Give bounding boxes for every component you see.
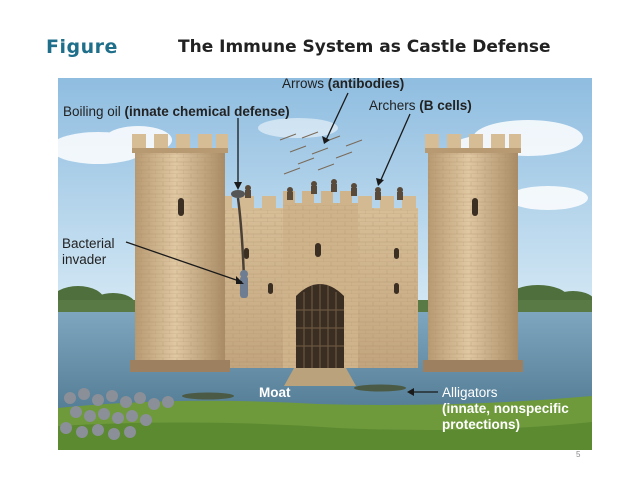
drawbridge — [284, 368, 356, 386]
right-tower — [423, 134, 523, 372]
label-bacterial-invader: Bacterial invader — [62, 236, 115, 268]
clouds — [58, 118, 588, 210]
page-number: 5 — [576, 450, 581, 459]
boiling-oil-pot — [231, 190, 246, 279]
label-arrows: Arrows (antibodies) — [282, 76, 405, 91]
label-archers: Archers (B cells) — [369, 98, 472, 113]
label-alligators: Alligators (innate, nonspecific protecti… — [442, 385, 569, 433]
figure-label: Figure — [46, 36, 118, 58]
curtain-wall — [218, 191, 418, 386]
label-boiling-oil: Boiling oil (innate chemical defense) — [63, 104, 290, 119]
alligators — [182, 384, 406, 400]
left-tower — [130, 134, 230, 372]
figure-title: The Immune System as Castle Defense — [178, 37, 551, 57]
attacking-army — [60, 388, 174, 440]
castle-illustration — [58, 78, 592, 450]
label-moat: Moat — [259, 385, 291, 400]
callout-lines — [125, 92, 438, 393]
archers — [245, 179, 403, 200]
arrows-in-flight — [279, 131, 363, 175]
